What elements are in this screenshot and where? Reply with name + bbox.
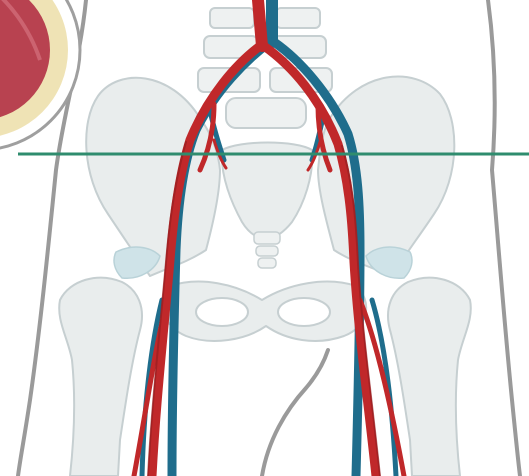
left-ilium-bone (86, 78, 220, 276)
pubis-bone (163, 282, 367, 341)
cross-section-inset (0, 0, 80, 150)
left-femur-bone (59, 278, 142, 476)
abdominal-aorta (258, 0, 262, 46)
coccyx (254, 232, 280, 268)
sacrum-bone (222, 143, 312, 241)
